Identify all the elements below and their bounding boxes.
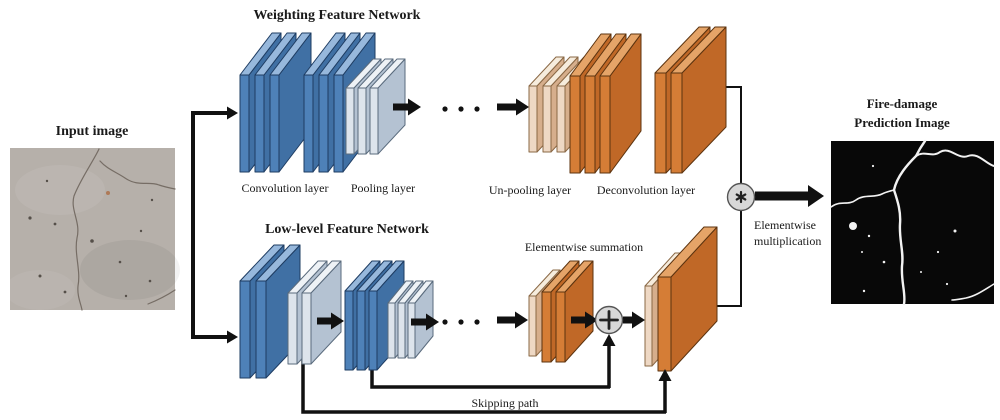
input-image-title: Input image — [56, 124, 129, 139]
deconv-stack-1 — [569, 33, 642, 174]
input-specks — [28, 179, 154, 298]
deconv-layer-label: Deconvolution layer — [597, 183, 695, 197]
plus-to-final-arrow — [623, 311, 645, 329]
input-cracks — [72, 148, 176, 311]
layer-stacks — [239, 26, 727, 379]
summation-in-arrow — [497, 311, 528, 329]
prediction-specks — [849, 164, 957, 293]
ellipsis-dots-top — [442, 106, 480, 112]
pooling-out-arrow — [393, 98, 421, 116]
unpooling-in-arrow — [497, 98, 529, 116]
skip-to-plus-arrow — [602, 334, 616, 388]
plus-node — [594, 305, 624, 335]
lowlevel-g1-out-arrow — [317, 312, 344, 330]
input-rust-spot — [106, 191, 110, 195]
input-to-lowlevel-arrow — [191, 330, 238, 344]
lowlevel-network-title: Low-level Feature Network — [265, 222, 429, 237]
multiplication-label-line2: multiplication — [754, 234, 821, 248]
unpool-layer-label: Un-pooling layer — [489, 183, 571, 197]
summation-orange-stack — [541, 260, 594, 363]
lowlevel-g2-pool-stack — [387, 280, 434, 359]
input-photo — [5, 148, 180, 311]
deconv-stack-2 — [654, 26, 727, 174]
flow-arrows — [191, 98, 824, 413]
multiply-icon — [735, 190, 747, 204]
summation-label: Elementwise summation — [525, 240, 643, 254]
lowlevel-g1-pool-stack — [287, 260, 342, 365]
pool-layer-label: Pooling layer — [351, 181, 415, 195]
output-title-line2: Prediction Image — [854, 115, 950, 130]
summation-to-plus-arrow — [571, 311, 598, 329]
multiplication-label-line1: Elementwise — [754, 218, 816, 232]
plus-icon — [599, 310, 619, 330]
skipping-path-label: Skipping path — [471, 396, 538, 410]
output-title-line1: Fire-damage — [867, 96, 938, 111]
weighting-network-title: Weighting Feature Network — [254, 8, 421, 23]
lowlevel-g1-conv-stack — [239, 244, 301, 379]
conv-layer-label: Convolution layer — [242, 181, 329, 195]
final-orange-stack — [657, 226, 718, 372]
prediction-photo — [830, 139, 995, 306]
skip-path-outer-line — [301, 345, 666, 414]
multiply-to-output-arrow — [755, 185, 824, 207]
skip-to-final-arrow — [658, 369, 672, 413]
weighting-conv-stack-a — [239, 32, 312, 173]
prediction-cracks — [830, 139, 995, 306]
lowlevel-g2-out-arrow — [411, 313, 439, 331]
multiply-node — [726, 182, 756, 212]
weighting-pooling-stack — [345, 58, 406, 155]
ellipsis-dots-bottom — [442, 319, 480, 325]
input-to-weighting-arrow — [191, 106, 238, 120]
